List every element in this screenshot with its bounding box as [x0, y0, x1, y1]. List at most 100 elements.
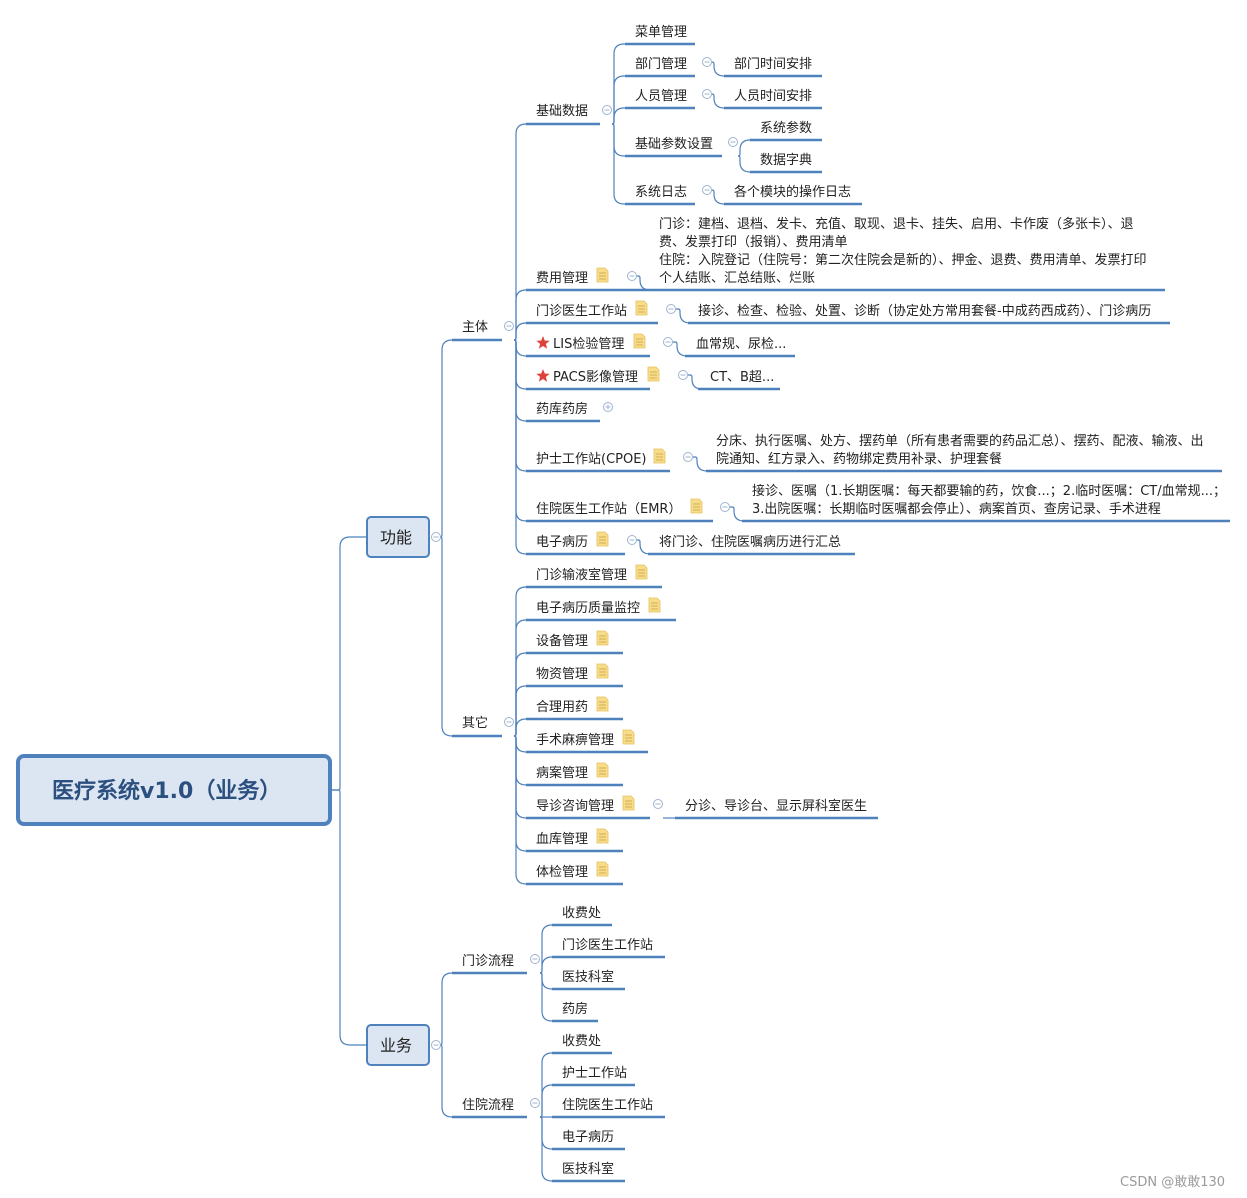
- note-icon: [596, 267, 609, 283]
- zhuyuan-flow-label[interactable]: 住院流程: [462, 1098, 514, 1113]
- connector-line: [676, 308, 691, 324]
- tijian-label[interactable]: 体检管理: [536, 865, 588, 880]
- star-icon: [536, 336, 550, 349]
- connector-line: [439, 1044, 453, 1118]
- feiyong-line-1: 门诊：建档、退档、发卡、充值、取现、退卡、挂失、启用、卡作废（多张卡）、退: [659, 216, 1134, 232]
- note-icon: [596, 696, 609, 712]
- hushi-line-1: 分床、执行医嘱、处方、摆药单（所有患者需要的药品汇总）、摆药、配液、输液、出: [716, 433, 1204, 449]
- connector-line: [439, 339, 453, 538]
- note-icon: [622, 729, 635, 745]
- feiyong-line-3: 住院：入院登记（住院号：第二次住院会是新的）、押金、退费、费用清单、发票打印: [659, 252, 1147, 268]
- shoushu-label[interactable]: 手术麻痹管理: [536, 732, 614, 748]
- menu-label[interactable]: 菜单管理: [635, 25, 687, 40]
- connector-line: [637, 539, 651, 555]
- note-icon: [648, 597, 661, 613]
- connector-line: [611, 123, 625, 205]
- lis-detail: 血常规、尿检...: [696, 337, 786, 352]
- staff-time-label[interactable]: 人员时间安排: [734, 89, 812, 104]
- bingan-label[interactable]: 病案管理: [536, 766, 588, 781]
- note-icon: [635, 564, 648, 580]
- note-icon: [596, 663, 609, 679]
- gongneng-node[interactable]: [366, 516, 430, 558]
- mz-yiji-label[interactable]: 医技科室: [562, 969, 614, 985]
- connector-line: [711, 61, 725, 77]
- dianzi-label[interactable]: 电子病历: [536, 535, 588, 550]
- params-label[interactable]: 基础参数设置: [635, 136, 713, 152]
- daozhen-detail: 分诊、导诊台、显示屏科室医生: [685, 798, 867, 814]
- zy-yisheng-label[interactable]: 住院医生工作站: [562, 1098, 653, 1113]
- connector-line: [330, 789, 367, 1046]
- underlines: [452, 42, 1230, 1183]
- note-icon: [633, 333, 646, 349]
- mz-shoufei-label[interactable]: 收费处: [562, 906, 601, 921]
- xueku-label[interactable]: 血库管理: [536, 831, 588, 847]
- note-icon: [622, 795, 635, 811]
- hushi-line-2: 院通知、红方录入、药物绑定费用补录、护理套餐: [716, 451, 1002, 467]
- connector-line: [513, 339, 527, 555]
- note-icon: [596, 861, 609, 877]
- note-icon: [596, 828, 609, 844]
- zhuti-label[interactable]: 主体: [462, 320, 488, 335]
- zy-yiji-label[interactable]: 医技科室: [562, 1161, 614, 1177]
- connector-line: [513, 735, 527, 885]
- connector-line: [439, 536, 453, 737]
- connector-line: [688, 374, 703, 390]
- connector-line: [439, 972, 453, 1046]
- feiyong-line-4: 个人结账、汇总结账、烂账: [659, 271, 815, 286]
- connector-line: [539, 1116, 553, 1182]
- sys-param-label[interactable]: 系统参数: [760, 120, 812, 136]
- pacs-label[interactable]: PACS影像管理: [553, 370, 638, 385]
- mz-yisheng-label[interactable]: 门诊医生工作站: [562, 938, 653, 953]
- note-icon: [596, 531, 609, 547]
- note-icon: [635, 300, 648, 316]
- dept-time-label[interactable]: 部门时间安排: [734, 57, 812, 72]
- connector-line: [737, 139, 751, 157]
- connector-line: [711, 189, 725, 205]
- feiyong-line-2: 费、发票打印（报销）、费用清单: [659, 234, 848, 250]
- dept-label[interactable]: 部门管理: [635, 57, 687, 72]
- mz-yaofang-label[interactable]: 药房: [562, 1001, 588, 1017]
- connector-line: [539, 972, 553, 1022]
- connector-line: [637, 275, 651, 291]
- lis-label[interactable]: LIS检验管理: [553, 336, 624, 352]
- daozhen-label[interactable]: 导诊咨询管理: [536, 799, 614, 814]
- feiyong-label[interactable]: 费用管理: [536, 271, 588, 286]
- menzhen-flow-label[interactable]: 门诊流程: [462, 954, 514, 969]
- hushi-label[interactable]: 护士工作站(CPOE): [536, 452, 647, 467]
- zhuyuan-line-2: 3.出院医嘱：长期临时医嘱都会停止）、病案首页、查房记录、手术进程: [752, 501, 1161, 517]
- jichu-label[interactable]: 基础数据: [536, 104, 588, 119]
- yewu-node[interactable]: [366, 1024, 430, 1066]
- heli-label[interactable]: 合理用药: [536, 700, 588, 715]
- shebei-label[interactable]: 设备管理: [536, 633, 588, 649]
- menzhen-detail: 接诊、检查、检验、处置、诊断（协定处方常用套餐-中成药西成药）、门诊病历: [698, 303, 1151, 319]
- dianzi-detail: 将门诊、住院医嘱病历进行汇总: [659, 535, 841, 550]
- zy-hushi-label[interactable]: 护士工作站: [562, 1066, 627, 1081]
- connector-line: [737, 155, 751, 173]
- gongneng-label: 功能: [380, 528, 412, 547]
- connector-line: [730, 506, 745, 522]
- zhiliang-label[interactable]: 电子病历质量监控: [536, 601, 640, 616]
- qita-label[interactable]: 其它: [462, 715, 488, 731]
- note-icon: [596, 762, 609, 778]
- menzhen-label[interactable]: 门诊医生工作站: [536, 304, 627, 319]
- dict-label[interactable]: 数据字典: [760, 153, 812, 168]
- connector-line: [673, 341, 688, 357]
- yaoku-label[interactable]: 药库药房: [536, 401, 588, 417]
- shuye-label[interactable]: 门诊输液室管理: [536, 567, 627, 583]
- staff-label[interactable]: 人员管理: [635, 89, 687, 104]
- zy-dianzi-label[interactable]: 电子病历: [562, 1130, 614, 1145]
- zhuyuan-line-1: 接诊、医嘱（1.长期医嘱：每天都要输的药，饮食...；2.临时医嘱：CT/血常规…: [752, 483, 1226, 499]
- root-node[interactable]: [16, 754, 332, 826]
- watermark: CSDN @敢敢130: [1120, 1175, 1225, 1190]
- zhuyuan-label[interactable]: 住院医生工作站（EMR）: [536, 502, 681, 517]
- wuzi-label[interactable]: 物资管理: [536, 667, 588, 682]
- pacs-detail: CT、B超...: [710, 370, 774, 385]
- zy-shoufei-label[interactable]: 收费处: [562, 1034, 601, 1049]
- yewu-label: 业务: [380, 1036, 412, 1055]
- log-label[interactable]: 系统日志: [635, 185, 687, 200]
- star-icon: [536, 369, 550, 382]
- connector-line: [693, 456, 708, 472]
- connector-line: [711, 93, 725, 109]
- log-detail-label[interactable]: 各个模块的操作日志: [734, 184, 851, 200]
